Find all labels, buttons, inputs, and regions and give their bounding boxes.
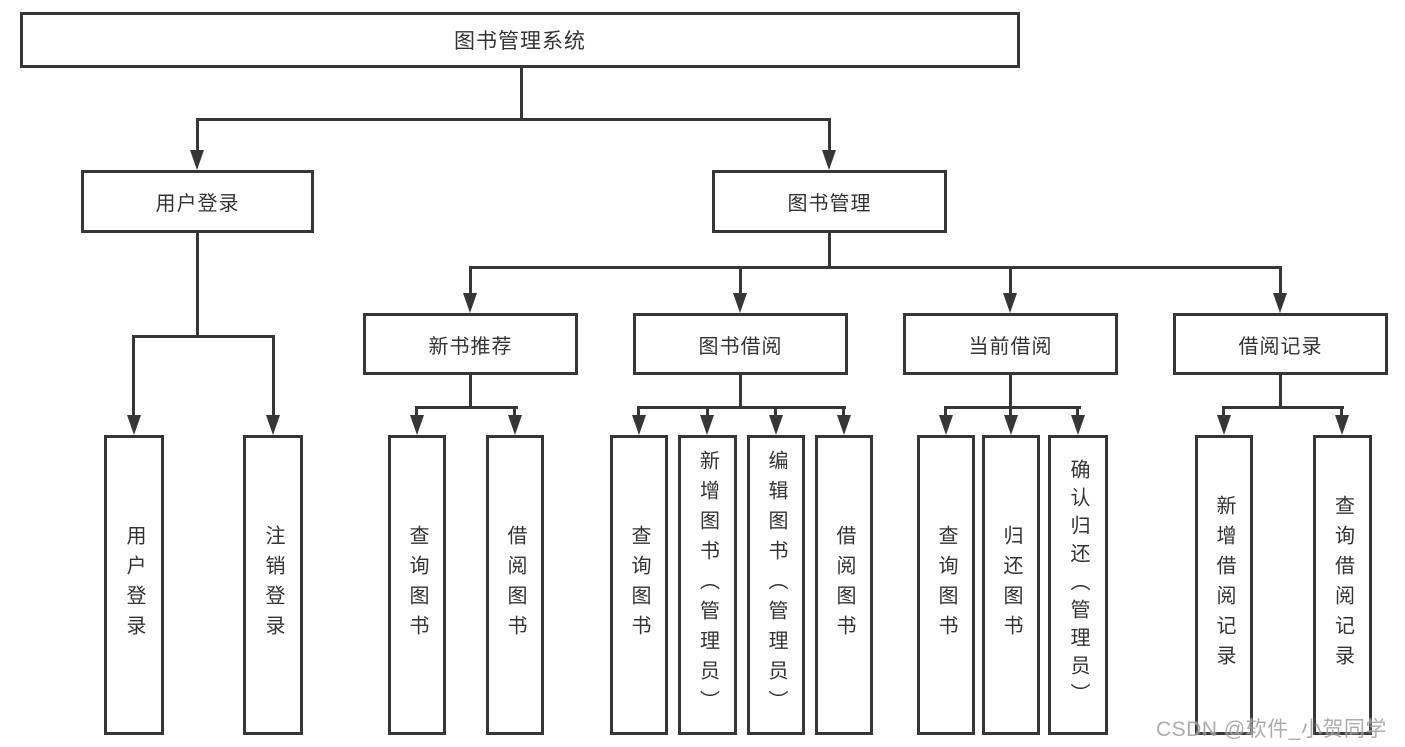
leaf-user-login: 用户登录 xyxy=(104,435,164,735)
leaf-add-book-admin: 新增图书（管理员） xyxy=(678,435,737,735)
leaf-logout: 注销登录 xyxy=(243,435,303,735)
arrow-to-current-borrowing xyxy=(1003,293,1017,313)
leaf-label: 借阅图书 xyxy=(504,525,526,645)
arrow-to-return-books xyxy=(1004,415,1018,435)
leaf-add-borrow-record: 新增借阅记录 xyxy=(1195,435,1253,735)
node-book-borrowing: 图书借阅 xyxy=(633,313,848,375)
arrow-to-borrow-books-recommend xyxy=(508,415,522,435)
node-new-book-recommend: 新书推荐 xyxy=(363,313,578,375)
node-label: 图书管理 xyxy=(787,193,872,215)
leaf-query-books-current: 查询图书 xyxy=(917,435,975,735)
leaf-borrow-books-recommend: 借阅图书 xyxy=(486,435,544,735)
leaf-label: 编辑图书（管理员） xyxy=(765,450,787,720)
leaf-return-books: 归还图书 xyxy=(982,435,1040,735)
arrow-to-query-books-recommend xyxy=(410,415,424,435)
edge-recommend-drop-2 xyxy=(513,406,516,417)
node-borrow-records: 借阅记录 xyxy=(1173,313,1388,375)
leaf-label: 查询借阅记录 xyxy=(1331,495,1354,675)
edge-root-drop-left xyxy=(196,118,199,152)
node-label: 图书管理系统 xyxy=(454,30,586,53)
edge-borrowing-bar xyxy=(637,406,846,409)
edge-current-stem xyxy=(1009,375,1012,409)
node-book-management: 图书管理 xyxy=(712,170,947,233)
edge-userlogin-drop-1 xyxy=(132,335,135,417)
edge-current-drop-3 xyxy=(1076,406,1079,417)
leaf-label: 查询图书 xyxy=(406,525,428,645)
leaf-label: 用户登录 xyxy=(123,525,145,645)
edge-current-drop-2 xyxy=(1009,406,1012,417)
edge-userlogin-drop-2 xyxy=(272,335,275,417)
edge-records-stem xyxy=(1279,375,1282,409)
leaf-label: 确认归还（管理员） xyxy=(1067,459,1089,711)
arrow-to-query-books-borrowing xyxy=(632,415,646,435)
leaf-edit-book-admin: 编辑图书（管理员） xyxy=(747,435,805,735)
edge-current-bar xyxy=(944,406,1081,409)
node-user-login: 用户登录 xyxy=(81,170,314,233)
node-label: 当前借阅 xyxy=(968,335,1053,358)
node-label: 借阅记录 xyxy=(1238,335,1323,358)
leaf-label: 借阅图书 xyxy=(833,525,855,645)
node-label: 新书推荐 xyxy=(428,335,513,358)
edge-root-stem xyxy=(520,68,523,120)
arrow-to-leaf-logout xyxy=(266,415,280,435)
leaf-label: 查询图书 xyxy=(935,525,957,645)
edge-borrowing-drop-1 xyxy=(637,406,640,417)
edge-recommend-drop-1 xyxy=(415,406,418,417)
edge-recommend-bar xyxy=(415,406,518,409)
edge-records-drop-1 xyxy=(1222,406,1225,417)
edge-userlogin-stem xyxy=(196,233,199,338)
edge-userlogin-bar xyxy=(132,335,275,338)
arrow-to-user-login xyxy=(190,150,204,170)
leaf-query-borrow-record: 查询借阅记录 xyxy=(1313,435,1372,735)
edge-records-bar xyxy=(1222,406,1344,409)
arrow-to-query-borrow-record xyxy=(1335,415,1349,435)
leaf-label: 归还图书 xyxy=(1000,525,1022,645)
arrow-to-book-management xyxy=(822,150,836,170)
node-label: 图书借阅 xyxy=(698,335,783,358)
leaf-label: 查询图书 xyxy=(628,525,650,645)
edge-root-drop-right xyxy=(828,118,831,152)
edge-bookmgmt-drop-1 xyxy=(469,266,472,295)
arrow-to-borrow-records xyxy=(1273,293,1287,313)
arrow-to-book-borrowing xyxy=(733,293,747,313)
csdn-watermark: CSDN @软件_小贺同学 xyxy=(1156,718,1387,741)
arrow-to-new-book-recommend xyxy=(463,293,477,313)
edge-borrowing-stem xyxy=(739,375,742,409)
edge-borrowing-drop-2 xyxy=(706,406,709,417)
node-library-management-system: 图书管理系统 xyxy=(20,12,1020,68)
leaf-query-books-recommend: 查询图书 xyxy=(388,435,446,735)
edge-bookmgmt-bar xyxy=(469,266,1282,269)
edge-root-bar xyxy=(196,118,831,121)
leaf-label: 注销登录 xyxy=(262,525,284,645)
arrow-to-query-books-current xyxy=(939,415,953,435)
edge-bookmgmt-drop-2 xyxy=(739,266,742,295)
leaf-query-books-borrowing: 查询图书 xyxy=(610,435,668,735)
edge-bookmgmt-drop-3 xyxy=(1009,266,1012,295)
edge-borrowing-drop-4 xyxy=(842,406,845,417)
arrow-to-leaf-user-login xyxy=(127,415,141,435)
edge-current-drop-1 xyxy=(944,406,947,417)
arrow-to-borrow-books xyxy=(837,415,851,435)
leaf-borrow-books: 借阅图书 xyxy=(815,435,873,735)
edge-records-drop-2 xyxy=(1340,406,1343,417)
node-label: 用户登录 xyxy=(155,193,240,215)
arrow-to-edit-book-admin xyxy=(769,415,783,435)
edge-bookmgmt-stem xyxy=(828,233,831,269)
arrow-to-add-borrow-record xyxy=(1217,415,1231,435)
leaf-label: 新增借阅记录 xyxy=(1213,495,1235,675)
arrow-to-add-book-admin xyxy=(700,415,714,435)
leaf-confirm-return-admin: 确认归还（管理员） xyxy=(1048,435,1108,735)
edge-bookmgmt-drop-4 xyxy=(1279,266,1282,295)
arrow-to-confirm-return-admin xyxy=(1071,415,1085,435)
node-current-borrowing: 当前借阅 xyxy=(903,313,1118,375)
leaf-label: 新增图书（管理员） xyxy=(696,450,719,720)
edge-recommend-stem xyxy=(469,375,472,409)
edge-borrowing-drop-3 xyxy=(774,406,777,417)
